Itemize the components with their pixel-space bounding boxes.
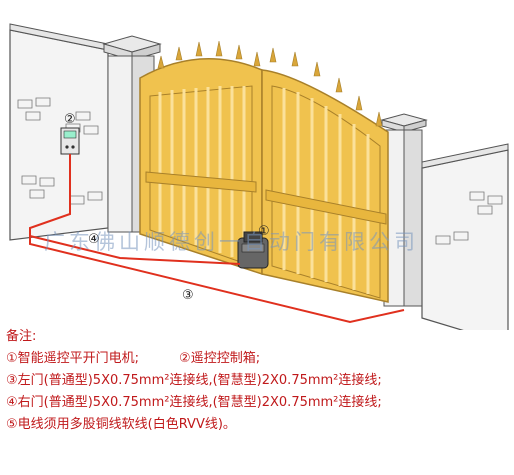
wiring <box>29 154 405 324</box>
left-gate-leaf <box>139 40 263 276</box>
right-wall <box>421 143 509 330</box>
callout-1: ① <box>258 224 270 239</box>
callout-4: ④ <box>88 232 100 247</box>
watermark: 广东佛山顺德创一自动门有限公司 <box>44 230 419 254</box>
notes-section: 备注: ①智能遥控平开门电机; ②遥控控制箱; ③左门(普通型)5X0.75mm²… <box>6 326 510 436</box>
note-right-wire: ④右门(普通型)5X0.75mm²连接线,(智慧型)2X0.75mm²连接线; <box>6 395 382 410</box>
gate-installation-diagram <box>9 23 509 330</box>
note-wire-type: ⑤电线须用多股铜线软线(白色RVV线)。 <box>6 417 236 432</box>
callout-2: ② <box>64 112 76 127</box>
note-motor: ①智能遥控平开门电机; <box>6 351 140 366</box>
note-left-wire: ③左门(普通型)5X0.75mm²连接线,(智慧型)2X0.75mm²连接线; <box>6 373 382 388</box>
notes-row-1: ①智能遥控平开门电机; ②遥控控制箱; <box>6 348 510 370</box>
right-gate-leaf <box>261 47 389 303</box>
left-wall <box>9 23 109 241</box>
gate-motor <box>237 231 269 269</box>
control-box <box>60 127 80 155</box>
notes-heading: 备注: <box>6 329 37 344</box>
note-control-box: ②遥控控制箱; <box>179 351 261 366</box>
callout-3: ③ <box>182 288 194 303</box>
